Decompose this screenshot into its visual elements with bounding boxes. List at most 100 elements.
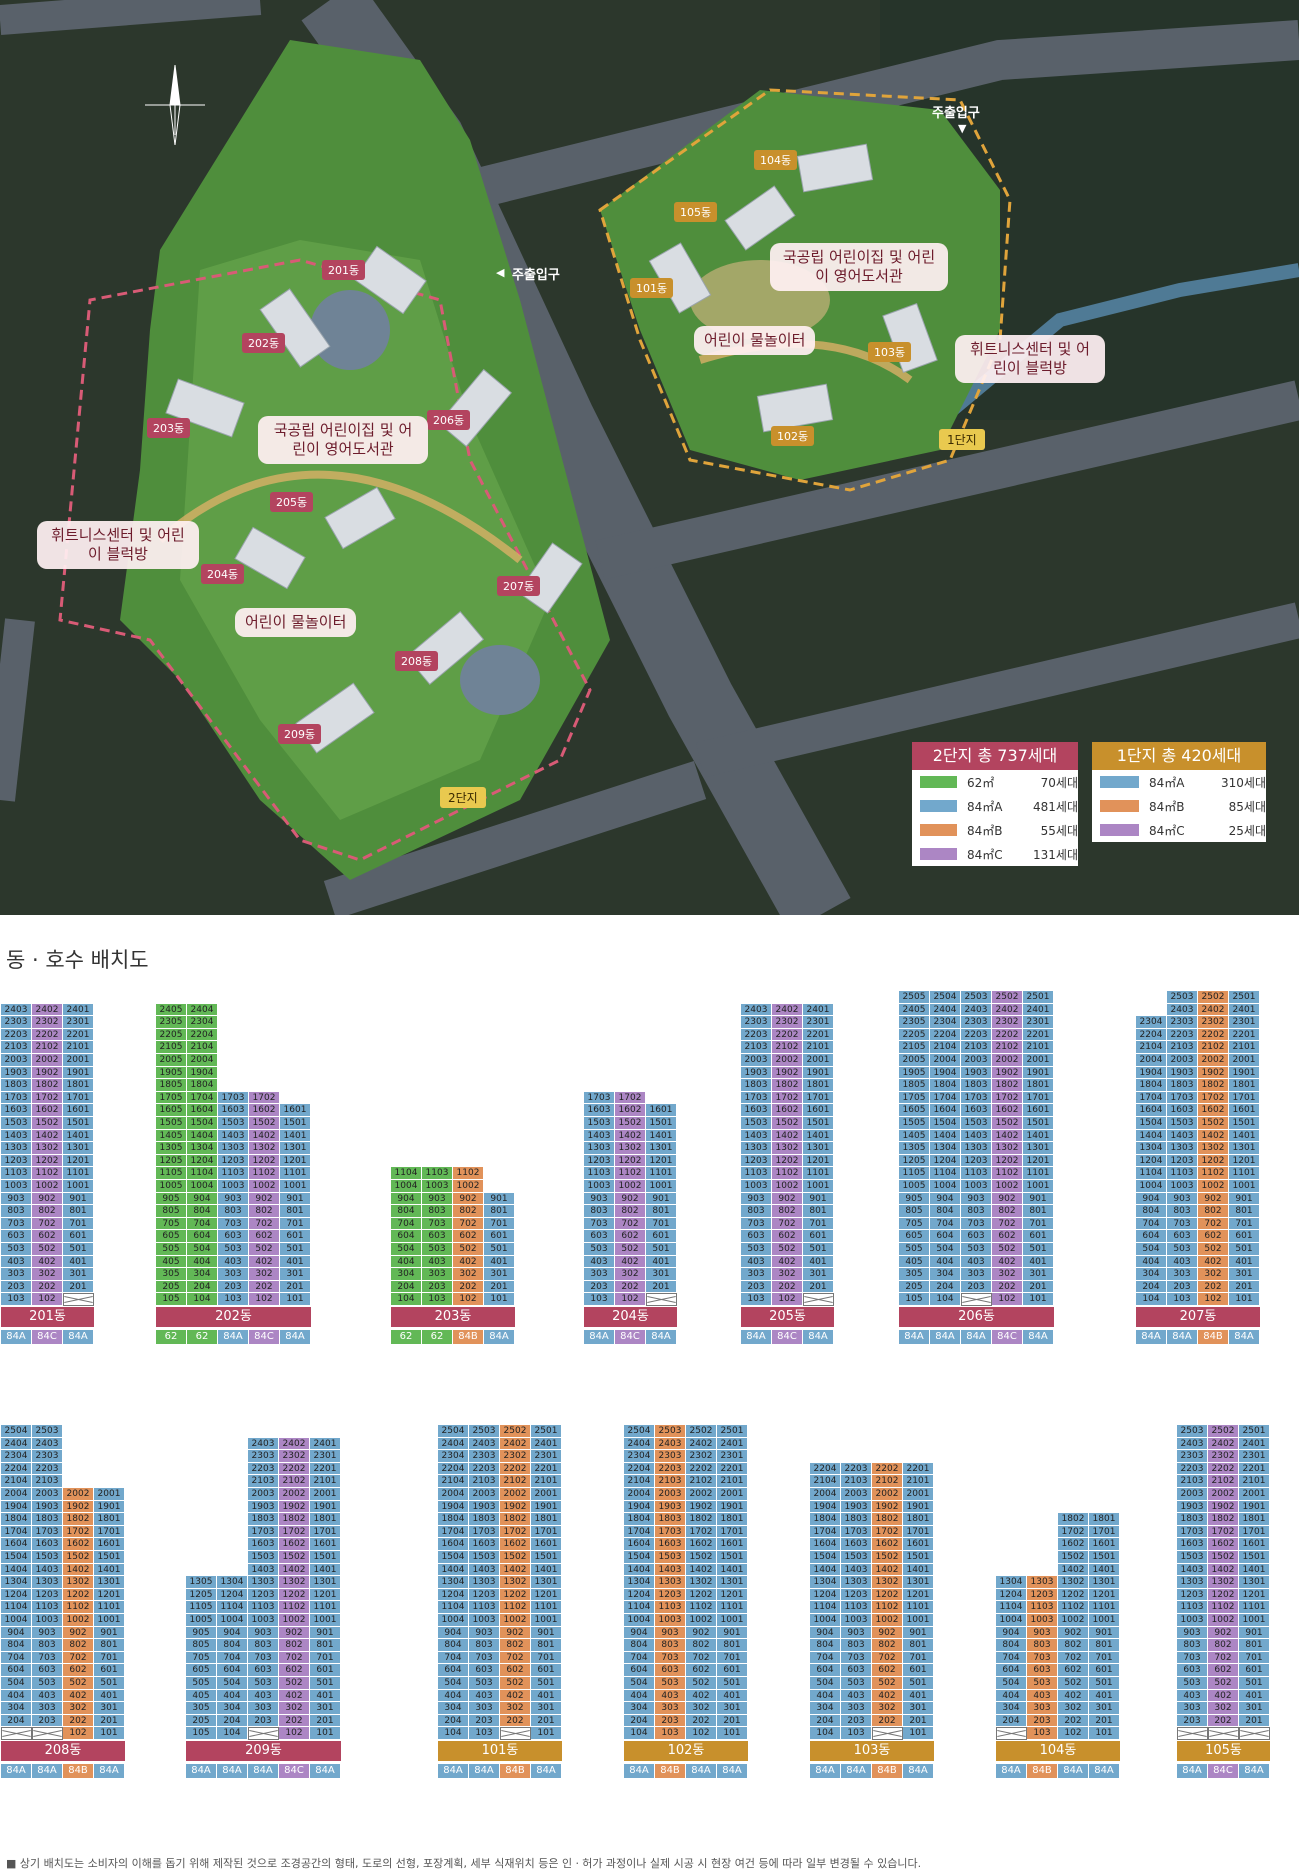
unit-cell: 2403 <box>655 1437 686 1451</box>
unit-cell: 602 <box>772 1230 803 1243</box>
unit-cell: 203 <box>655 1714 686 1728</box>
unit-cell: 1101 <box>280 1167 311 1180</box>
unit-cell: 1301 <box>717 1576 748 1589</box>
unit-cell: 1602 <box>992 1104 1023 1117</box>
unit-cell: 701 <box>1229 1217 1260 1231</box>
building-name: 207동 <box>1136 1307 1260 1327</box>
unit-cell: 2304 <box>187 1016 218 1029</box>
unit-cell: 2404 <box>1 1437 32 1451</box>
unit-cell: 504 <box>1 1677 32 1690</box>
unit-cell: 903 <box>218 1192 249 1206</box>
unit-cell: 2501 <box>717 1425 748 1438</box>
unit-cell: 1701 <box>531 1525 562 1539</box>
unit-cell: 2504 <box>438 1425 469 1438</box>
unit-type-label: 84A <box>469 1764 499 1778</box>
unit-cell: 1401 <box>1239 1563 1270 1577</box>
unit-cell: 1503 <box>1167 1117 1198 1130</box>
unit-cell: 502 <box>249 1243 280 1256</box>
unit-cell: 1501 <box>531 1551 562 1564</box>
unit-cell: 301 <box>280 1268 311 1281</box>
unit-cell: 902 <box>1208 1626 1239 1640</box>
unit-cell: 903 <box>741 1192 772 1206</box>
unit-cell: 2204 <box>1136 1028 1167 1042</box>
unit-cell: 903 <box>961 1192 992 1206</box>
unit-cell: 2104 <box>438 1475 469 1488</box>
unit-cell: 505 <box>899 1243 930 1256</box>
unit-cell: 1102 <box>500 1601 531 1614</box>
unit-cell: 103 <box>655 1727 686 1740</box>
unit-cell: 2104 <box>810 1475 841 1488</box>
unit-cell: 904 <box>810 1626 841 1640</box>
unit-cell: 1803 <box>32 1513 63 1526</box>
unit-cell: 604 <box>391 1230 422 1243</box>
unit-cell: 2103 <box>32 1475 63 1488</box>
unit-type-label: 84A <box>484 1330 514 1344</box>
unit-cell: 705 <box>186 1651 217 1665</box>
unit-cell: 1105 <box>899 1167 930 1180</box>
unit-cell: 304 <box>391 1268 422 1281</box>
unit-cell: 404 <box>996 1689 1027 1703</box>
legend-type: 84㎡A <box>967 799 1003 814</box>
unit-cell: 1101 <box>1229 1167 1260 1180</box>
unit-cell: 201 <box>310 1714 341 1728</box>
unit-cell: 1303 <box>1167 1142 1198 1155</box>
unit-cell: 1701 <box>1023 1091 1054 1105</box>
unit-cell: 1002 <box>615 1180 646 1193</box>
unit-cell: 1201 <box>646 1154 677 1168</box>
unit-cell: 101 <box>484 1293 515 1306</box>
unit-cell: 1702 <box>872 1525 903 1539</box>
pilotis-cell <box>872 1727 903 1740</box>
unit-cell: 1601 <box>63 1104 94 1117</box>
unit-cell: 1902 <box>686 1500 717 1514</box>
unit-cell: 502 <box>1208 1677 1239 1690</box>
unit-cell: 901 <box>1239 1626 1270 1640</box>
unit-type-label: 84C <box>1208 1764 1238 1778</box>
unit-cell: 803 <box>1 1205 32 1218</box>
unit-cell: 303 <box>655 1702 686 1715</box>
building-name: 209동 <box>186 1741 341 1761</box>
unit-cell: 2101 <box>1239 1475 1270 1488</box>
unit-cell: 304 <box>930 1268 961 1281</box>
callout-c2-fitness: 휘트니스센터 및 어린이 블럭방 <box>37 521 199 569</box>
unit-cell: 604 <box>438 1664 469 1677</box>
unit-cell: 1401 <box>280 1129 311 1143</box>
unit-cell: 1703 <box>1167 1091 1198 1105</box>
unit-cell: 302 <box>453 1268 484 1281</box>
unit-cell: 1004 <box>187 1180 218 1193</box>
site-plan-map: 주출입구 ▼ ◀ 주출입구 201동 202동 203동 204동 205동 2… <box>0 0 1299 915</box>
unit-cell: 1203 <box>1167 1154 1198 1168</box>
unit-cell: 2403 <box>961 1003 992 1017</box>
unit-cell: 601 <box>1089 1664 1120 1677</box>
unit-cell: 2101 <box>531 1475 562 1488</box>
unit-cell: 2203 <box>655 1462 686 1476</box>
unit-cell: 1403 <box>218 1129 249 1143</box>
dong-label-101: 101동 <box>630 278 674 298</box>
unit-cell: 2003 <box>741 1054 772 1067</box>
unit-cell: 803 <box>32 1639 63 1652</box>
unit-cell: 403 <box>32 1689 63 1703</box>
unit-cell: 1705 <box>899 1091 930 1105</box>
unit-cell: 804 <box>187 1205 218 1218</box>
unit-cell: 1002 <box>1198 1180 1229 1193</box>
unit-cell: 1603 <box>741 1104 772 1117</box>
unit-cell: 2103 <box>1167 1041 1198 1054</box>
unit-cell: 1503 <box>469 1551 500 1564</box>
unit-cell: 601 <box>310 1664 341 1677</box>
unit-cell: 2204 <box>624 1462 655 1476</box>
unit-cell: 203 <box>218 1280 249 1294</box>
unit-cell: 405 <box>156 1255 187 1269</box>
unit-cell: 1102 <box>772 1167 803 1180</box>
unit-cell: 1904 <box>187 1066 218 1080</box>
unit-cell: 1004 <box>624 1614 655 1627</box>
unit-cell: 1102 <box>872 1601 903 1614</box>
unit-cell: 1203 <box>655 1588 686 1602</box>
unit-cell: 1002 <box>872 1614 903 1627</box>
unit-cell: 1402 <box>1198 1129 1229 1143</box>
unit-cell: 2205 <box>899 1028 930 1042</box>
unit-cell: 102 <box>453 1293 484 1306</box>
unit-cell: 1204 <box>930 1154 961 1168</box>
unit-cell: 1203 <box>1 1154 32 1168</box>
unit-cell: 203 <box>741 1280 772 1294</box>
unit-cell: 601 <box>94 1664 125 1677</box>
unit-cell: 1802 <box>32 1079 63 1092</box>
